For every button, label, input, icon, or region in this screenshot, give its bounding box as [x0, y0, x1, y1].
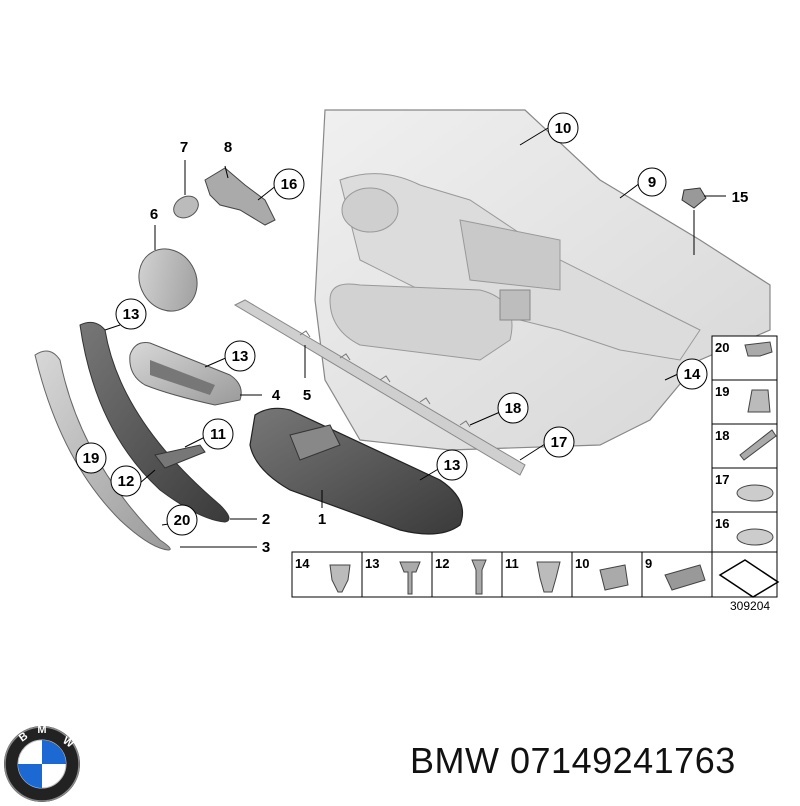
clip-icon-20: [744, 341, 773, 357]
callout-9: 9: [648, 174, 656, 191]
legend-bottom-11: 11: [505, 556, 519, 571]
callout-16: 16: [281, 176, 298, 193]
seal-strip-5: [233, 299, 526, 476]
callout-3: 3: [262, 539, 270, 556]
callout-13-top: 13: [123, 306, 140, 323]
clip-icon-14: [329, 564, 351, 593]
legend-bottom-13: 13: [365, 556, 379, 571]
legend-right-20: 20: [715, 340, 729, 355]
strip-icon-18: [739, 429, 777, 461]
callouts: 10 9 15 7 8 16 6 13 13 4 5 14 18 17 13 1…: [75, 112, 749, 556]
callout-11: 11: [210, 426, 226, 443]
clip-part-11: [154, 444, 206, 469]
handle-part-4: [129, 342, 242, 406]
callout-7: 7: [180, 139, 188, 156]
callout-17: 17: [551, 434, 568, 451]
callout-6: 6: [150, 206, 158, 223]
bracket-part-8: [204, 167, 276, 226]
trim-strip-12: [79, 321, 230, 523]
legend-right-17: 17: [715, 472, 729, 487]
legend-bottom: 14 13 12 11 10 9 309204: [291, 551, 780, 613]
armrest-part-1: [249, 407, 464, 535]
reference-number: 309204: [730, 599, 770, 613]
callout-2: 2: [262, 511, 270, 528]
trim-strip-19: [34, 350, 171, 551]
callout-8: 8: [224, 139, 232, 156]
speaker-cover-6: [138, 248, 198, 312]
callout-4: 4: [272, 387, 281, 404]
part-title: BMW 07149241763: [410, 740, 736, 782]
cap-part-7: [173, 195, 199, 219]
legend-bottom-14: 14: [295, 556, 310, 571]
clip-icon-11: [536, 561, 561, 593]
nut-icon-17: [736, 484, 774, 502]
brand-name: BMW: [410, 740, 500, 781]
door-trim-panel: [314, 109, 771, 451]
part-number: 07149241763: [510, 740, 736, 781]
callout-20: 20: [174, 512, 191, 529]
svg-text:M: M: [37, 724, 46, 736]
clip-part-15: [681, 187, 707, 209]
callout-19: 19: [83, 450, 100, 467]
callout-18: 18: [505, 400, 522, 417]
callout-10: 10: [555, 120, 572, 137]
callout-15: 15: [732, 189, 749, 206]
legend-right-16: 16: [715, 516, 729, 531]
legend-bottom-9: 9: [645, 556, 652, 571]
legend-bottom-10: 10: [575, 556, 589, 571]
callout-5: 5: [303, 387, 311, 404]
bmw-logo-icon: B M W: [4, 724, 80, 802]
clip-icon-9: [664, 564, 706, 591]
callout-13-handle: 13: [232, 348, 249, 365]
callout-12: 12: [118, 473, 135, 490]
kit-icon: [718, 559, 780, 598]
nut-icon-16: [736, 528, 774, 546]
legend-right: 20 19 18 17 16: [711, 335, 778, 557]
legend-bottom-12: 12: [435, 556, 449, 571]
clip-icon-10: [599, 564, 629, 591]
screw-icon-13: [399, 561, 421, 595]
legend-right-19: 19: [715, 384, 729, 399]
legend-right-18: 18: [715, 428, 729, 443]
callout-14: 14: [684, 366, 701, 383]
screw-icon-12: [471, 559, 487, 595]
callout-13-armrest: 13: [444, 457, 461, 474]
callout-1: 1: [318, 511, 326, 528]
clip-icon-19: [747, 389, 771, 413]
